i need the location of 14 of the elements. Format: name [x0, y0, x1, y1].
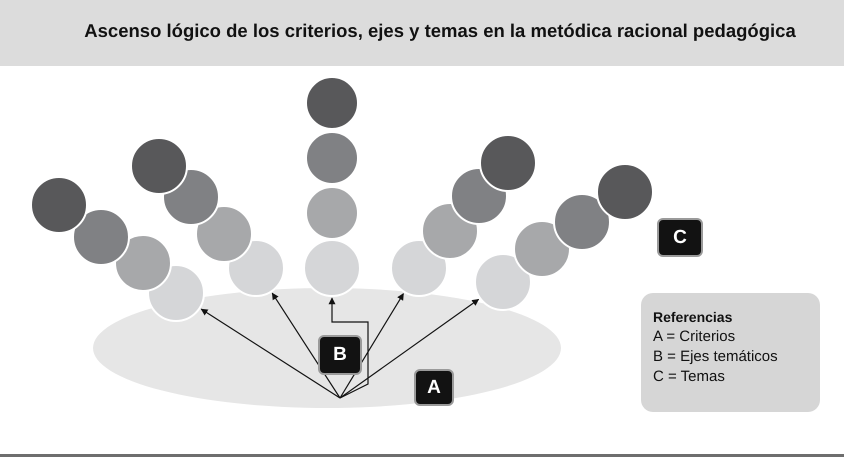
arrow [200, 308, 340, 398]
reference-entry: A = Criterios [653, 327, 736, 347]
letter-badge: A [414, 369, 454, 406]
reference-entry: B = Ejes temáticos [653, 347, 779, 367]
letter-badge: C [657, 218, 703, 257]
references-panel [641, 293, 820, 412]
letter-badge: B [318, 335, 362, 375]
panel-heading: Referencias [653, 308, 734, 327]
arrow [339, 293, 404, 398]
arrow [328, 297, 369, 399]
arrow [340, 298, 480, 398]
reference-entry: C = Temas [653, 367, 726, 387]
title: Ascenso lógico de los criterios, ejes y temas en la metódica racional pedagógica [83, 20, 797, 42]
arrow [272, 292, 340, 398]
